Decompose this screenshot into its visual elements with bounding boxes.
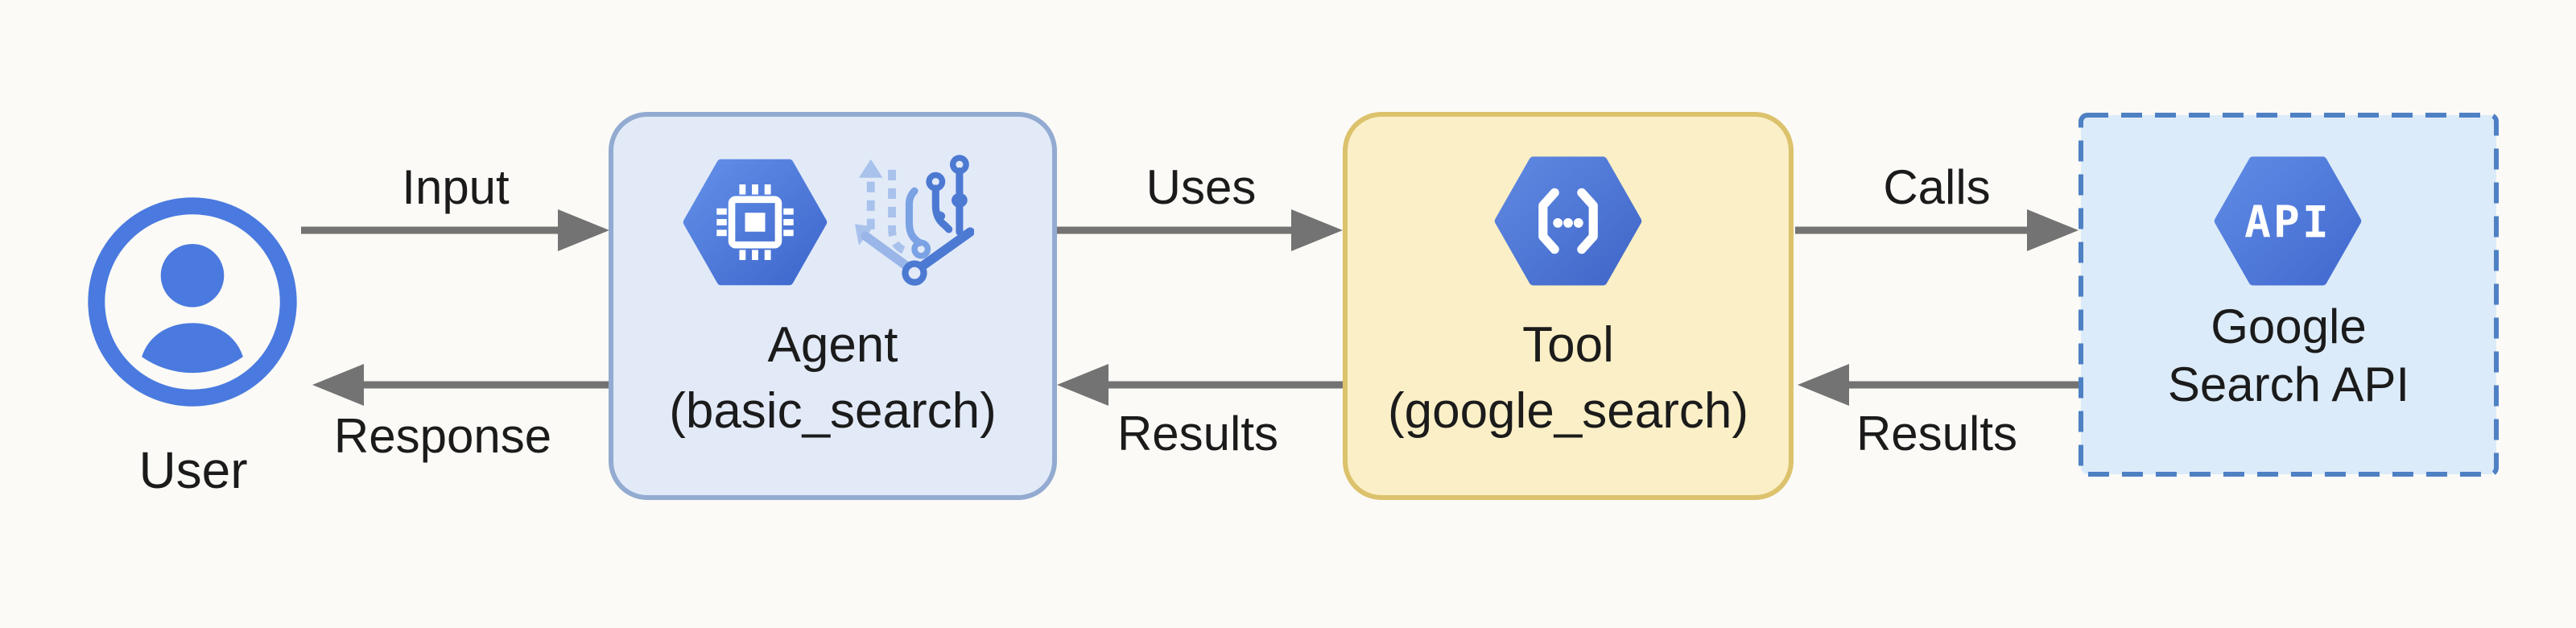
edge-label-results-api-tool: Results — [1856, 407, 2018, 461]
results-tool-to-agent-arrow — [1057, 364, 1343, 406]
arrow-head — [312, 364, 364, 406]
code-ellipsis-hexagon-icon — [1494, 156, 1642, 286]
api-node-labels: Google Search API — [2079, 298, 2499, 414]
edge-label-response: Response — [333, 409, 552, 463]
edge-label-uses: Uses — [1146, 160, 1257, 214]
arrow-shaft — [1057, 226, 1298, 234]
agent-node-box: Agent (basic_search) — [609, 112, 1057, 500]
arrow-head — [2027, 209, 2079, 251]
api-title-line1: Google — [2211, 300, 2367, 353]
user-node-label: User — [138, 441, 248, 499]
arrow-head — [1291, 209, 1343, 251]
cpu-chip-hexagon-icon — [683, 159, 828, 286]
decision-branches-icon — [855, 155, 974, 286]
arrow-shaft — [1843, 381, 2079, 389]
tool-title: Tool — [1522, 317, 1614, 373]
api-node-box: Google Search API — [2079, 113, 2499, 477]
user-circle-icon — [88, 197, 297, 407]
arrow-head — [1057, 364, 1108, 406]
arrow-shaft — [301, 226, 564, 234]
tool-node-box: Tool (google_search) — [1343, 112, 1794, 500]
input-arrow — [301, 209, 609, 251]
calls-arrow — [1795, 209, 2079, 251]
api-title-line2: Search API — [2167, 357, 2410, 411]
api-badge-text: API — [2244, 197, 2331, 248]
api-dashed-border — [2079, 113, 2499, 477]
arrow-shaft — [1102, 381, 1343, 389]
agent-node-labels: Agent (basic_search) — [613, 312, 1052, 444]
agent-subtitle: (basic_search) — [669, 383, 997, 439]
edge-label-input: Input — [402, 160, 510, 214]
arrow-shaft — [1795, 226, 2033, 234]
agent-title: Agent — [767, 317, 898, 373]
arrow-head — [558, 209, 609, 251]
results-api-to-tool-arrow — [1798, 364, 2079, 406]
tool-node-labels: Tool (google_search) — [1348, 312, 1789, 444]
api-hexagon-icon: API — [2214, 156, 2362, 286]
edge-label-results-tool-agent: Results — [1117, 407, 1279, 461]
edge-label-calls: Calls — [1883, 160, 1991, 214]
tool-subtitle: (google_search) — [1387, 383, 1749, 439]
response-arrow — [312, 364, 609, 406]
arrow-shaft — [357, 381, 609, 389]
arrow-head — [1798, 364, 1849, 406]
uses-arrow — [1057, 209, 1343, 251]
